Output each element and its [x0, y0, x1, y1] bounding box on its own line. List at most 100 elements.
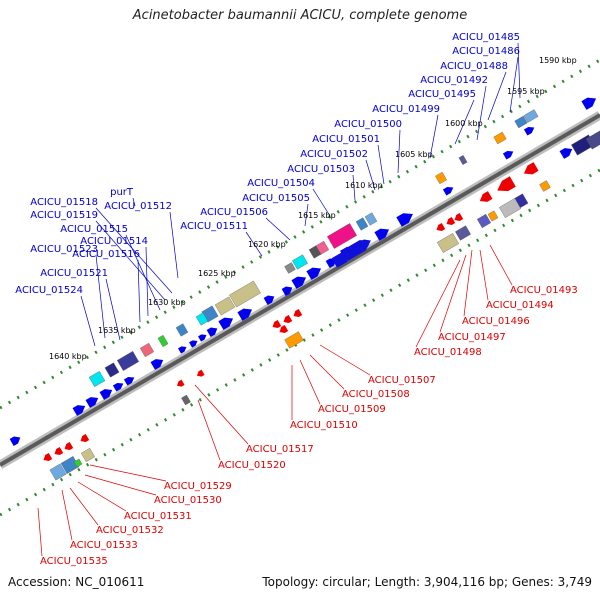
label-leader-line	[489, 244, 513, 286]
gene-labels: ACICU_01485ACICU_01486ACICU_01488ACICU_0…	[15, 32, 577, 567]
gene-block	[476, 213, 492, 229]
forward-gene-arrow	[331, 252, 352, 268]
gene-block	[157, 334, 169, 348]
gene-block	[292, 254, 308, 270]
gene-block	[493, 131, 507, 145]
forward-gene-arrow	[306, 267, 322, 280]
gene-label-bottom: ACICU_01494	[486, 300, 554, 311]
gene-block	[487, 210, 499, 222]
gene-label-top: ACICU_01486	[452, 46, 520, 57]
reverse-gene-arrow	[454, 212, 464, 222]
kbp-tick-label: 1640 kbp	[49, 352, 87, 361]
label-leader-line	[105, 278, 121, 341]
gene-label-bottom: ACICU_01517	[246, 444, 314, 455]
forward-gene-arrow	[178, 346, 187, 354]
gene-label-top: ACICU_01519	[30, 210, 98, 221]
forward-gene-arrow	[150, 359, 164, 370]
label-leader-line	[145, 246, 149, 317]
gene-label-bottom: ACICU_01510	[290, 420, 358, 431]
gene-label-top: ACICU_01504	[247, 178, 315, 189]
forward-gene-arrow	[263, 295, 275, 305]
label-leader-line	[415, 259, 461, 348]
gene-block	[327, 223, 357, 249]
gene-block	[88, 371, 106, 387]
gene-label-bottom: ACICU_01529	[164, 481, 232, 492]
gene-block	[116, 351, 140, 371]
gene-block	[175, 323, 189, 337]
reverse-gene-arrow	[279, 324, 289, 334]
gene-block	[355, 217, 369, 231]
forward-gene-arrow	[281, 286, 293, 296]
gene-label-bottom: ACICU_01496	[462, 316, 530, 327]
page-title: Acinetobacter baumannii ACICU, complete …	[132, 8, 468, 23]
kbp-tick-label: 1615 kbp	[298, 211, 336, 220]
reverse-gene-arrow	[523, 162, 539, 175]
gene-block	[514, 115, 528, 129]
reverse-gene-arrow	[43, 452, 53, 462]
label-leader-line	[125, 234, 161, 311]
reverse-gene-arrow	[479, 191, 493, 202]
label-leader-line	[95, 254, 106, 339]
gene-block	[195, 312, 209, 326]
label-leader-line	[132, 197, 136, 207]
genome-info-text: Topology: circular; Length: 3,904,116 bp…	[262, 575, 592, 589]
label-leader-line	[299, 359, 321, 405]
forward-gene-arrow	[72, 405, 86, 416]
accession-text: Accession: NC_010611	[8, 575, 145, 589]
gene-label-top: ACICU_01501	[312, 134, 380, 145]
dotted-guide-line	[0, 168, 600, 517]
genome-backbone	[0, 111, 600, 469]
gene-block	[284, 262, 296, 274]
forward-gene-arrow	[99, 389, 113, 400]
gene-label-bottom: ACICU_01520	[218, 460, 286, 471]
forward-gene-arrow	[206, 327, 218, 337]
reverse-gene-arrow	[176, 379, 185, 387]
reverse-gene-arrow	[80, 433, 90, 443]
gene-block	[284, 331, 304, 349]
gene-label-top: ACICU_01521	[40, 268, 108, 279]
gene-label-top: ACICU_01515	[60, 224, 128, 235]
kbp-tick-label: 1595 kbp	[507, 87, 545, 96]
forward-gene-arrow	[123, 376, 135, 386]
gene-label-bottom: ACICU_01497	[438, 332, 506, 343]
gene-block	[458, 155, 468, 165]
gene-label-top: ACICU_01514	[80, 236, 148, 247]
kbp-tick-label: 1610 kbp	[345, 181, 383, 190]
gene-label-top: ACICU_01485	[452, 32, 520, 43]
gene-label-top: ACICU_01488	[440, 61, 508, 72]
label-leader-line	[479, 249, 489, 301]
label-leader-line	[169, 211, 179, 279]
label-leader-line	[312, 188, 331, 217]
gene-block	[436, 233, 460, 253]
forward-gene-arrow	[9, 436, 21, 446]
gene-label-top: ACICU_01518	[30, 197, 98, 208]
gene-label-bottom: ACICU_01507	[368, 375, 436, 386]
kbp-tick-label: 1605 kbp	[395, 150, 433, 159]
label-leader-line	[245, 231, 263, 257]
gene-label-top: ACICU_01505	[242, 193, 310, 204]
forward-gene-arrow	[523, 126, 535, 136]
gene-label-top: ACICU_01502	[300, 149, 368, 160]
kbp-tick-label: 1635 kbp	[98, 326, 136, 335]
label-leader-line	[61, 489, 73, 541]
gene-block	[455, 225, 471, 241]
label-leader-line	[454, 99, 475, 145]
gene-block	[181, 394, 191, 406]
label-leader-line	[77, 481, 127, 512]
gene-block	[435, 171, 447, 185]
label-leader-line	[439, 254, 467, 333]
gene-block	[523, 109, 539, 123]
label-leader-line	[487, 71, 507, 121]
label-leader-line	[365, 159, 376, 191]
forward-gene-arrow	[559, 148, 573, 159]
label-leader-line	[137, 259, 141, 323]
gene-label-top: ACICU_01492	[420, 75, 488, 86]
gene-label-top: ACICU_01512	[104, 201, 172, 212]
gene-block	[214, 296, 236, 316]
gene-block	[49, 463, 67, 481]
kbp-tick-label: 1625 kbp	[198, 269, 236, 278]
gene-block	[104, 362, 120, 378]
reverse-gene-arrow	[446, 216, 456, 226]
kbp-tick-label: 1600 kbp	[445, 119, 483, 128]
